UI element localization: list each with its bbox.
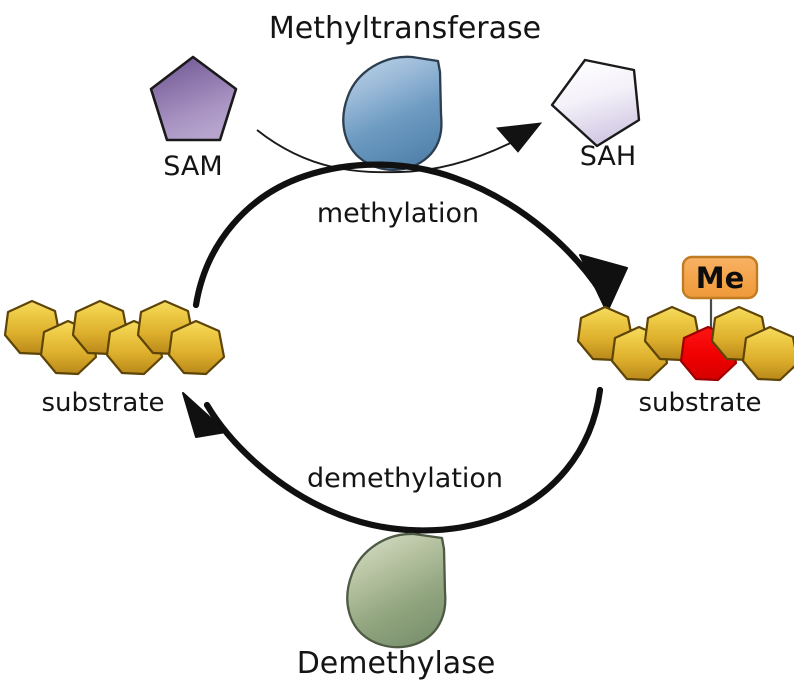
methyl-tag-box [681,255,759,300]
methyltransferase-enzyme [342,55,443,171]
cofactor-transfer-arrow [256,122,543,174]
methyltransferase-title: Methyltransferase [269,11,541,46]
sam-label: SAM [163,151,222,182]
thin-curved-arrow-icon [256,129,529,174]
substrate-right-units [576,305,794,382]
demethylase-enzyme: Demethylase [297,532,496,681]
green-teardrop-enzyme-icon [346,532,447,649]
methylation-arrow: methylation [192,161,628,313]
substrate-right: Me substrate [576,255,794,418]
substrate-left-label: substrate [41,388,164,418]
demethylase-title: Demethylase [297,646,496,681]
thin-arrow-head-icon [495,122,543,153]
sah-molecule: SAH [550,58,641,172]
gold-heptagon-icon [167,319,226,376]
methylation-label: methylation [317,198,479,229]
demethylation-arrow-head-icon [182,392,227,438]
gold-heptagon-icon [741,325,794,382]
demethylation-arrow: demethylation [182,386,604,534]
methyl-tag-label: Me [696,261,745,295]
substrate-left-units [3,299,226,376]
curved-arrow-left-icon [203,386,604,534]
methylation-arrow-head-icon [579,254,628,313]
demethylation-label: demethylation [307,463,503,494]
purple-pentagon-icon [149,55,238,142]
methyl-tag: Me [681,255,759,300]
sam-molecule: SAM [149,55,238,182]
sah-label: SAH [580,141,636,172]
substrate-right-label: substrate [638,388,761,418]
blue-teardrop-enzyme-icon [342,55,443,171]
curved-arrow-right-icon [192,161,605,309]
substrate-left: substrate [3,299,226,418]
lavender-pentagon-icon [550,58,641,148]
